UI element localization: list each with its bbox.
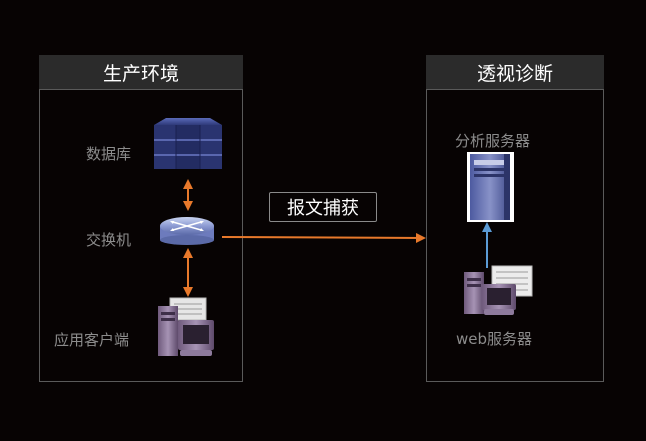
diagnosis-panel (426, 89, 604, 382)
web-server-label: web服务器 (456, 330, 533, 348)
switch-router-icon (160, 217, 214, 245)
switch-label: 交换机 (86, 231, 132, 249)
client-label: 应用客户端 (54, 331, 130, 349)
capture-arrow (221, 232, 426, 243)
production-panel-title: 生产环境 (39, 55, 243, 89)
database-label: 数据库 (86, 145, 132, 163)
production-panel (39, 89, 243, 382)
client-workstation-icon (158, 297, 214, 356)
packet-capture-label: 报文捕获 (269, 192, 377, 222)
diagnosis-panel-title: 透视诊断 (426, 55, 604, 89)
web-server-workstation-icon (464, 265, 533, 315)
analysis-server-label: 分析服务器 (455, 132, 531, 150)
database-server-icon (154, 118, 222, 169)
analysis-server-icon (467, 152, 514, 222)
